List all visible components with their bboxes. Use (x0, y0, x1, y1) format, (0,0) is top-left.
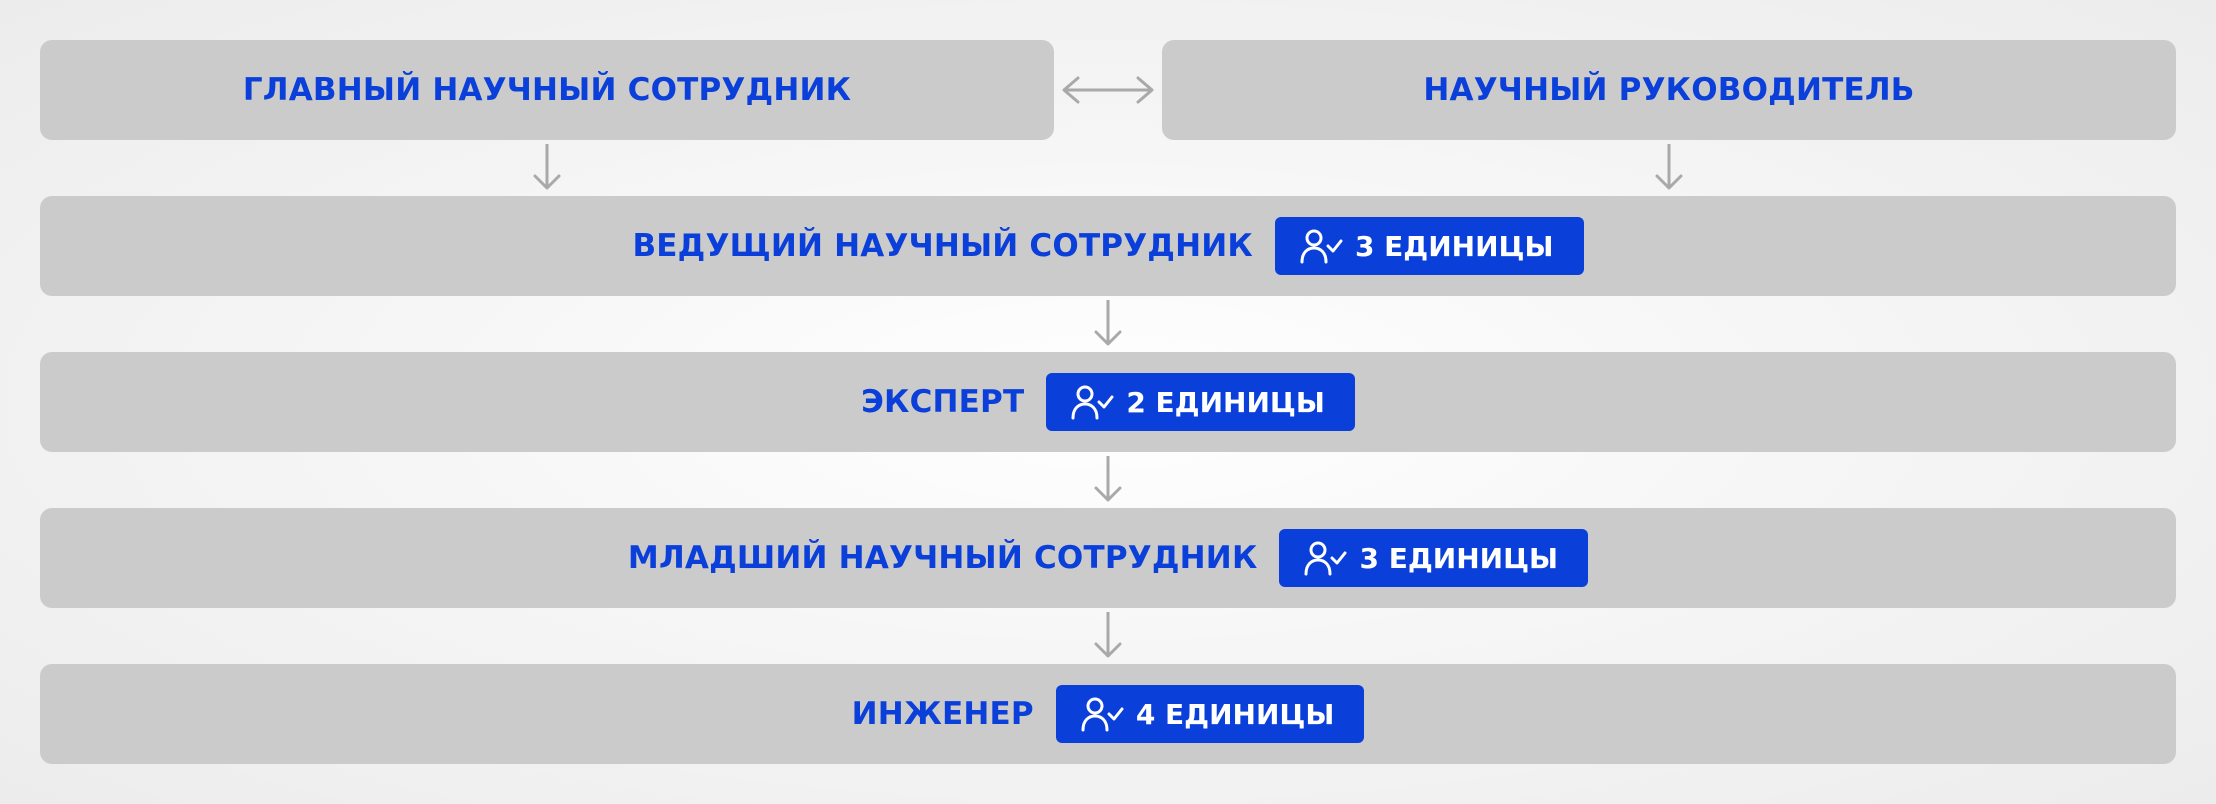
headcount-badge-label: 3 ЕДИНИЦЫ (1359, 541, 1559, 575)
node-engineer-label: ИНЖЕНЕР (851, 696, 1034, 732)
node-engineer: ИНЖЕНЕР 4 ЕДИНИЦЫ (40, 664, 2176, 764)
node-lead-researcher: ВЕДУЩИЙ НАУЧНЫЙ СОТРУДНИК 3 ЕДИНИЦЫ (40, 196, 2176, 296)
headcount-badge: 3 ЕДИНИЦЫ (1279, 529, 1589, 587)
bidirectional-arrow-icon (1062, 76, 1154, 104)
user-check-icon (1304, 541, 1347, 576)
headcount-badge: 4 ЕДИНИЦЫ (1055, 685, 1365, 743)
node-expert-label: ЭКСПЕРТ (861, 384, 1025, 420)
arrow-down-icon (1094, 300, 1122, 346)
node-junior-researcher: МЛАДШИЙ НАУЧНЫЙ СОТРУДНИК 3 ЕДИНИЦЫ (40, 508, 2176, 608)
headcount-badge: 2 ЕДИНИЦЫ (1046, 373, 1355, 431)
node-expert: ЭКСПЕРТ 2 ЕДИНИЦЫ (40, 352, 2176, 452)
headcount-badge-label: 3 ЕДИНИЦЫ (1354, 229, 1554, 263)
arrow-down-icon (1655, 144, 1683, 190)
headcount-badge-label: 4 ЕДИНИЦЫ (1135, 697, 1335, 731)
user-check-icon (1071, 385, 1114, 420)
headcount-badge: 3 ЕДИНИЦЫ (1274, 217, 1584, 275)
node-scientific-supervisor: НАУЧНЫЙ РУКОВОДИТЕЛЬ (1162, 40, 2176, 140)
node-scientific-supervisor-label: НАУЧНЫЙ РУКОВОДИТЕЛЬ (1423, 72, 1915, 108)
node-junior-researcher-label: МЛАДШИЙ НАУЧНЫЙ СОТРУДНИК (627, 540, 1258, 576)
arrow-down-icon (1094, 612, 1122, 658)
user-check-icon (1300, 229, 1343, 264)
node-lead-researcher-label: ВЕДУЩИЙ НАУЧНЫЙ СОТРУДНИК (632, 228, 1253, 264)
node-chief-researcher: ГЛАВНЫЙ НАУЧНЫЙ СОТРУДНИК (40, 40, 1054, 140)
headcount-badge-label: 2 ЕДИНИЦЫ (1126, 385, 1325, 419)
node-chief-researcher-label: ГЛАВНЫЙ НАУЧНЫЙ СОТРУДНИК (242, 72, 852, 108)
user-check-icon (1081, 697, 1124, 732)
arrow-down-icon (533, 144, 561, 190)
arrow-down-icon (1094, 456, 1122, 502)
